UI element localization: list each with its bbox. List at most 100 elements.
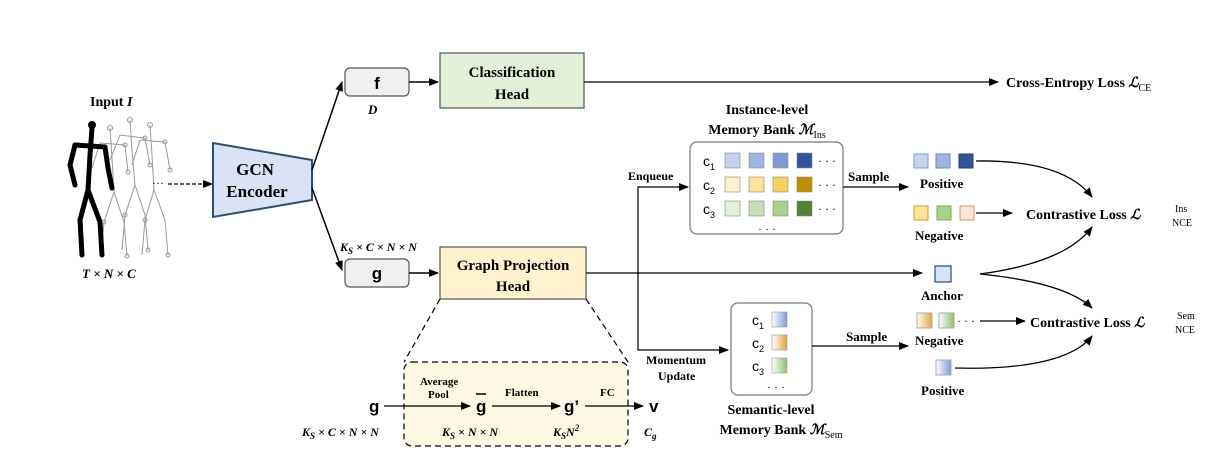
encoder-to-g-arrow (311, 187, 343, 271)
detail-gbar-dim: KS × N × N (441, 425, 499, 441)
ins-bank-cell (748, 176, 765, 193)
ins-bank-title-1: Instance-level (726, 103, 809, 118)
detail-gprime: g’ (564, 397, 579, 416)
ins-row-label: c2 (703, 177, 715, 196)
sem-bank-rows: c1 c2 c3 (752, 311, 788, 377)
negative-bottom-cell-1 (916, 312, 933, 329)
positive-bottom-to-loss-curve (954, 335, 1093, 369)
projection-detail-box (403, 361, 629, 447)
positive-top-cell-1 (913, 153, 929, 169)
momentum-label-1: Momentum (646, 353, 706, 367)
contrastive-loss-ins: Contrastive Loss ℒ (1026, 208, 1141, 223)
detail-gbar: g (476, 397, 486, 416)
negative-top-cell-1 (913, 205, 929, 221)
enqueue-label: Enqueue (628, 169, 674, 183)
sem-row-label: c3 (752, 358, 764, 377)
ins-bank-cell (724, 152, 741, 169)
momentum-arrow (637, 273, 729, 354)
detail-v: v (649, 397, 659, 416)
semantic-memory-bank (730, 302, 813, 396)
sem-bank-title-2: Memory Bank ℳSem (720, 423, 843, 441)
f-label: f (374, 74, 380, 93)
gcn-encoder (212, 141, 313, 219)
ins-bank-more-dots: · · · (758, 222, 776, 236)
ins-bank-cell (772, 152, 789, 169)
svg-text:···: ··· (152, 176, 164, 190)
detail-zoom-line-left (403, 298, 441, 363)
anchor-to-ins-loss-curve (979, 226, 1093, 275)
negative-top-label: Negative (915, 228, 964, 243)
positive-bottom-cell (935, 359, 952, 376)
ins-bank-cell (772, 200, 789, 217)
positive-top-cell-2 (935, 153, 951, 169)
g-dim: KS × C × N × N (339, 240, 418, 256)
negative-top-cell-3 (959, 205, 975, 221)
positive-top-label: Positive (920, 176, 964, 191)
detail-gprime-dim: KSN2 (552, 423, 580, 441)
loss-sem-sup: Sem (1177, 311, 1195, 322)
momentum-label-2: Update (658, 369, 696, 383)
detail-g: g (369, 397, 379, 416)
fc-label: FC (600, 387, 615, 399)
ins-bank-cell (796, 200, 813, 217)
sem-bank-cell (771, 357, 788, 374)
sem-bank-cell (771, 334, 788, 351)
avgpool-label-2: Pool (428, 389, 449, 401)
encoder-line1: GCN (236, 160, 275, 179)
anchor-label: Anchor (921, 288, 963, 303)
ins-bank-cell (796, 152, 813, 169)
ins-bank-cell (748, 200, 765, 217)
sem-bank-title-1: Semantic-level (727, 403, 814, 418)
detail-v-dim: Cg (644, 425, 657, 441)
cls-line1: Classification (469, 65, 556, 81)
cls-line2: Head (495, 87, 530, 103)
ins-row-label: c3 (703, 201, 715, 220)
sem-bank-more-dots: · · · (767, 380, 785, 394)
ins-bank-title-2: Memory Bank ℳIns (708, 123, 826, 141)
anchor-cell (934, 265, 952, 283)
negative-bottom-cell-2 (938, 312, 955, 329)
positive-top-cell-3 (958, 153, 974, 169)
flatten-label: Flatten (505, 387, 539, 399)
positive-top-to-loss-curve (975, 160, 1093, 198)
encoder-to-f-arrow (311, 81, 343, 171)
ins-row-dots: · · · (818, 178, 836, 192)
ins-bank-cell (772, 176, 789, 193)
negative-bottom-dots: · · · (957, 314, 975, 328)
input-title: Input I (90, 95, 133, 110)
sample-top-label: Sample (848, 169, 889, 184)
ins-row-label: c1 (703, 153, 715, 172)
g-label: g (372, 264, 382, 283)
f-dim: D (367, 102, 378, 117)
enqueue-arrow (637, 183, 689, 273)
ins-bank-cell (796, 176, 813, 193)
detail-zoom-line-right (585, 298, 629, 363)
loss-ins-sup: Ins (1175, 204, 1187, 215)
encoder-line2: Encoder (226, 182, 288, 201)
classification-head (439, 52, 585, 109)
sem-row-label: c1 (752, 312, 764, 331)
ins-row-dots: · · · (818, 154, 836, 168)
ins-bank-cell (748, 152, 765, 169)
loss-ins-sub: NCE (1172, 218, 1192, 229)
sem-row-label: c2 (752, 335, 764, 354)
proj-line1: Graph Projection (457, 258, 570, 274)
ins-row-dots: · · · (818, 202, 836, 216)
detail-g-dim: KS × C × N × N (301, 425, 380, 441)
negative-bottom-label: Negative (915, 333, 964, 348)
ins-bank-cell (724, 200, 741, 217)
loss-sem-sub: NCE (1175, 325, 1195, 336)
anchor-to-sem-loss-curve (979, 273, 1093, 309)
negative-top-cell-2 (936, 205, 952, 221)
ins-bank-cell (724, 176, 741, 193)
positive-bottom-label: Positive (921, 383, 965, 398)
proj-line2: Head (496, 279, 531, 295)
ins-bank-rows: c1 · · · c2 · · · c3 · · · (703, 152, 836, 220)
skeleton-icon: ··· (67, 117, 173, 259)
ce-loss: Cross-Entropy Loss ℒCE (1006, 76, 1151, 94)
sem-bank-cell (771, 311, 788, 328)
avgpool-label-1: Average (420, 376, 458, 388)
contrastive-loss-sem: Contrastive Loss ℒ (1030, 316, 1145, 331)
sample-bottom-label: Sample (846, 329, 887, 344)
